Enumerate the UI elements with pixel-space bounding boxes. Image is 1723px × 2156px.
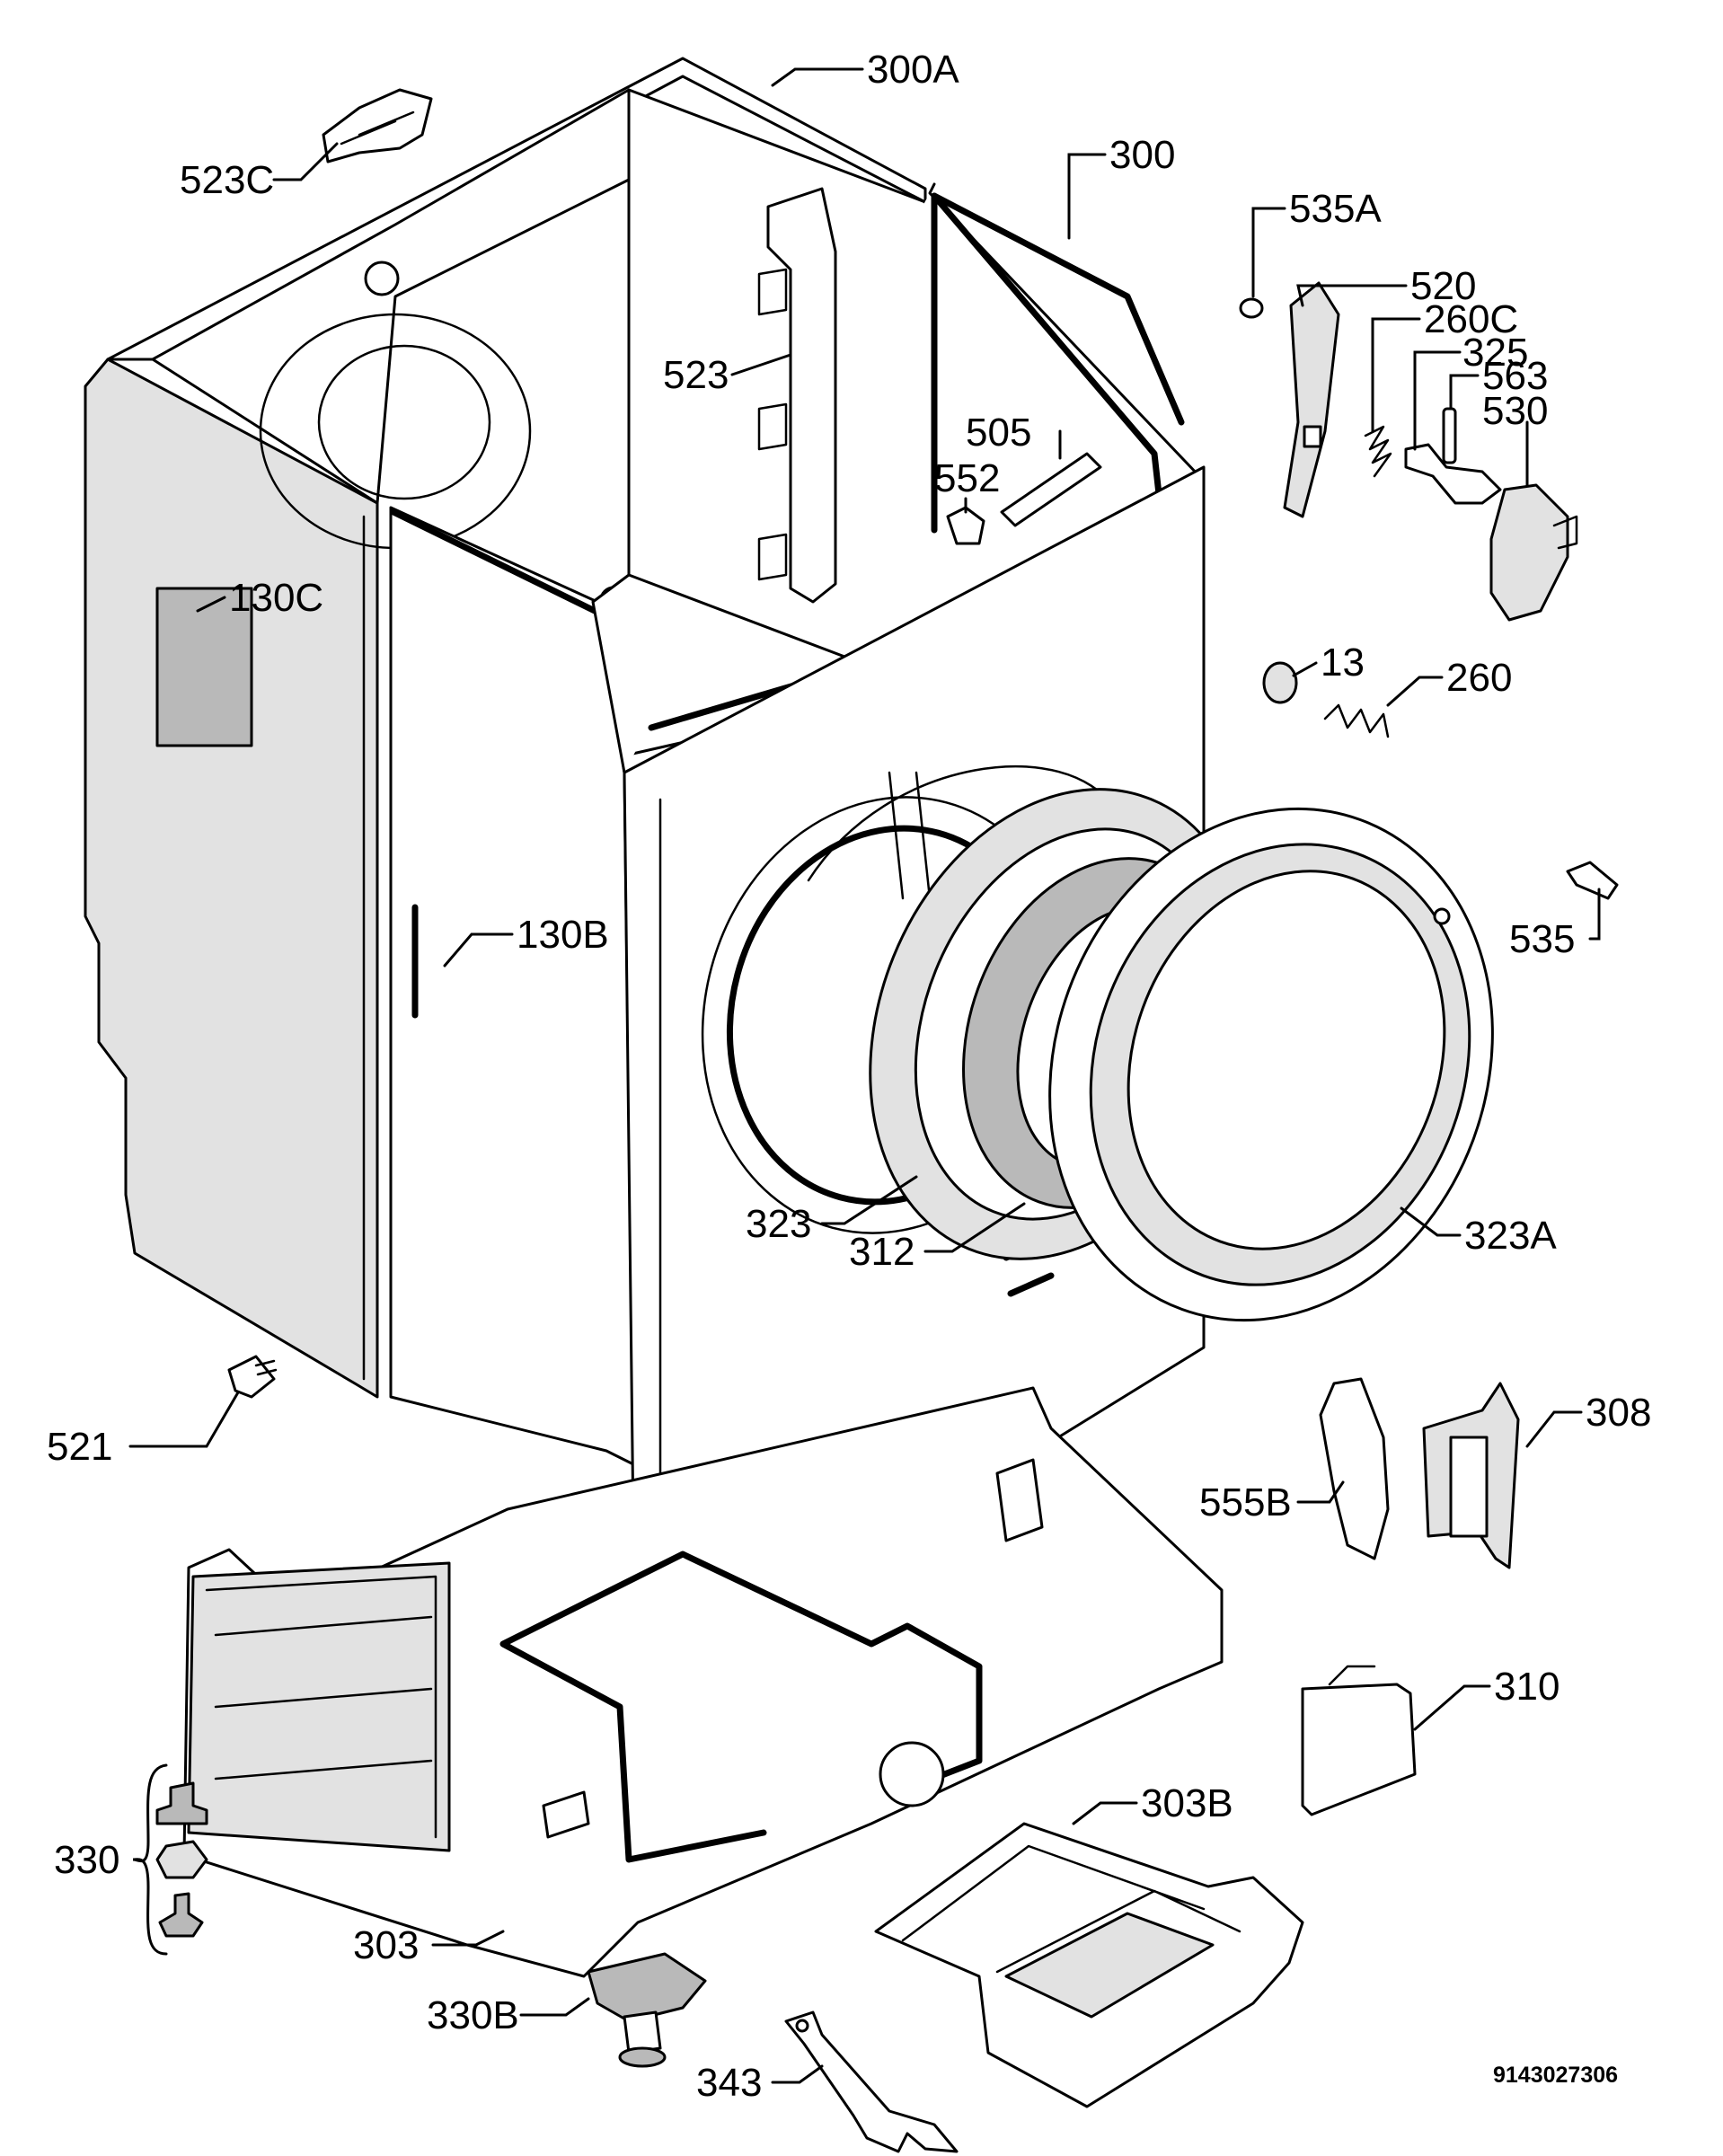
leader-lines (128, 67, 1601, 2084)
latch-lever (1404, 443, 1502, 505)
callout-308: 308 (1586, 1391, 1651, 1435)
rating-label (155, 587, 253, 747)
callout-260: 260 (1446, 656, 1512, 700)
small-spring (1364, 425, 1392, 478)
callout-330: 330 (54, 1838, 119, 1882)
callout-13: 13 (1321, 641, 1365, 685)
bushing-13 (1262, 661, 1298, 704)
callout-303: 303 (353, 1923, 419, 1967)
callout-505: 505 (966, 411, 1031, 455)
callout-563: 563 (1482, 354, 1548, 398)
cabinet-assembly (84, 57, 1206, 1529)
screw-521 (227, 1355, 276, 1399)
door-handle-plate (1283, 281, 1340, 518)
callout-325: 325 (1462, 331, 1528, 375)
hinge-clip (322, 88, 433, 163)
callout-555B: 555B (1199, 1480, 1292, 1524)
leveling-foot (587, 1952, 707, 2023)
callout-330B: 330B (427, 1993, 519, 2037)
callout-130B: 130B (517, 913, 609, 957)
callout-530: 530 (1482, 389, 1548, 433)
door-handle-knob (1489, 483, 1569, 622)
door-seal-rim (931, 192, 1185, 426)
callout-312: 312 (849, 1230, 915, 1274)
left-side-panel (84, 358, 379, 1399)
door-assembly (869, 788, 1494, 1322)
callout-552: 552 (934, 456, 1000, 500)
callout-323: 323 (746, 1202, 811, 1246)
pin-563 (1442, 407, 1457, 464)
callout-130C: 130C (229, 576, 323, 620)
rod-505 (1000, 452, 1102, 527)
base-floor-seal (499, 1551, 983, 1863)
callout-521: 521 (47, 1425, 112, 1469)
callout-523C: 523C (180, 158, 274, 202)
service-hatch (1301, 1683, 1417, 1816)
base-assembly (182, 1386, 1304, 2108)
spanner-wrench (784, 2010, 959, 2153)
callout-labels: 300A 300 523C 535A 520 260C 325 563 530 … (47, 48, 1651, 2105)
callout-310: 310 (1494, 1665, 1560, 1709)
pin-535a (1239, 297, 1264, 319)
bracket-330 (132, 1763, 168, 1956)
small-parts (132, 88, 1619, 2153)
document-code: 9143027306 (1493, 2063, 1618, 2088)
transport-nut (155, 1840, 208, 1879)
door-lock-strip (766, 187, 837, 604)
callout-300: 300 (1109, 133, 1175, 177)
callout-260C: 260C (1424, 297, 1518, 341)
transport-bolt-small (158, 1892, 204, 1938)
callout-343: 343 (696, 2061, 762, 2105)
callout-523: 523 (663, 353, 729, 397)
callout-535A: 535A (1289, 187, 1382, 231)
pin-535 (1566, 861, 1619, 900)
spring-260 (1323, 703, 1390, 738)
callout-535: 535 (1509, 917, 1575, 961)
hinge-bracket (1319, 1377, 1390, 1560)
callout-300A: 300A (867, 48, 959, 92)
transport-bolt (155, 1781, 208, 1825)
callout-303B: 303B (1141, 1781, 1233, 1825)
callout-323A: 323A (1464, 1214, 1557, 1258)
clamp-552 (946, 506, 985, 545)
front-left-panel (389, 506, 635, 1466)
callout-520: 520 (1410, 264, 1476, 308)
